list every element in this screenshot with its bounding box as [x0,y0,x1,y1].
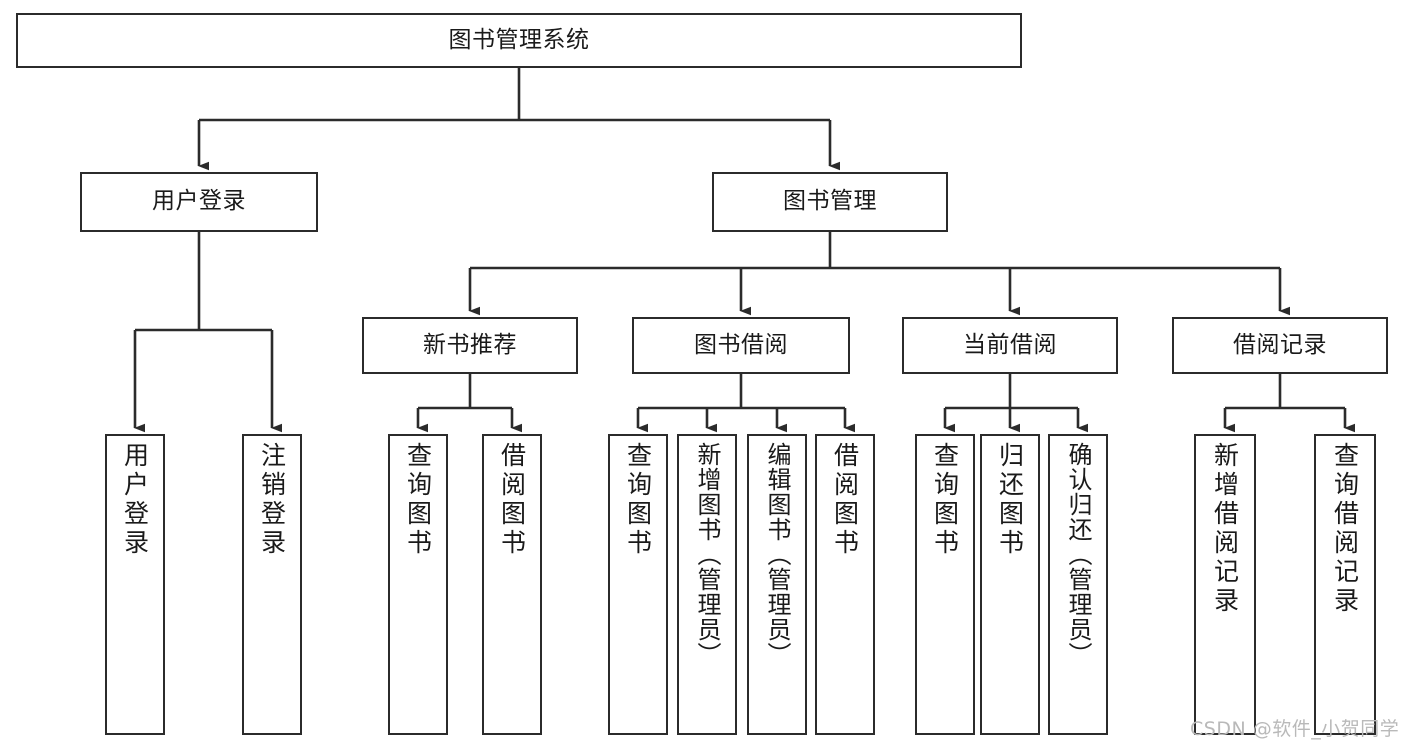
node-user-login[interactable]: 用户登录 [80,172,318,232]
node-leaf-borrow-book-2-label: 借阅图书 [830,442,860,558]
node-leaf-add-record[interactable]: 新增借阅记录 [1194,434,1256,735]
node-leaf-borrow-book-1-label: 借阅图书 [497,442,527,558]
node-book-manage-label: 图书管理 [783,188,877,215]
node-borrow-record[interactable]: 借阅记录 [1172,317,1388,374]
node-new-book-rec[interactable]: 新书推荐 [362,317,578,374]
node-leaf-query-book-2[interactable]: 查询图书 [608,434,668,735]
node-leaf-query-record-label: 查询借阅记录 [1330,442,1360,616]
node-root[interactable]: 图书管理系统 [16,13,1022,68]
node-leaf-edit-book-label: 编辑图书（管理员） [763,442,791,667]
node-current-borrow[interactable]: 当前借阅 [902,317,1118,374]
node-leaf-edit-book[interactable]: 编辑图书（管理员） [747,434,807,735]
node-leaf-query-book-1-label: 查询图书 [403,442,433,558]
node-leaf-add-record-label: 新增借阅记录 [1210,442,1240,616]
node-leaf-borrow-book-2[interactable]: 借阅图书 [815,434,875,735]
node-leaf-confirm-return-label: 确认归还（管理员） [1064,442,1092,667]
node-leaf-add-book-label: 新增图书（管理员） [693,442,721,667]
node-book-borrow[interactable]: 图书借阅 [632,317,850,374]
node-leaf-query-book-1[interactable]: 查询图书 [388,434,448,735]
node-book-borrow-label: 图书借阅 [694,331,788,358]
node-leaf-return-book-label: 归还图书 [995,442,1025,558]
node-leaf-confirm-return[interactable]: 确认归还（管理员） [1048,434,1108,735]
node-leaf-borrow-book-1[interactable]: 借阅图书 [482,434,542,735]
node-leaf-return-book[interactable]: 归还图书 [980,434,1040,735]
node-leaf-query-book-3[interactable]: 查询图书 [915,434,975,735]
csdn-watermark: CSDN @软件_小贺同学 [1190,718,1400,740]
node-leaf-user-logout-label: 注销登录 [257,442,287,558]
node-leaf-user-login-label: 用户登录 [120,442,150,558]
node-leaf-query-book-2-label: 查询图书 [623,442,653,558]
node-new-book-rec-label: 新书推荐 [423,331,517,358]
node-leaf-add-book[interactable]: 新增图书（管理员） [677,434,737,735]
node-current-borrow-label: 当前借阅 [963,331,1057,358]
node-leaf-user-login[interactable]: 用户登录 [105,434,165,735]
node-book-manage[interactable]: 图书管理 [712,172,948,232]
node-root-label: 图书管理系统 [448,26,590,53]
node-user-login-label: 用户登录 [152,188,246,215]
node-leaf-query-book-3-label: 查询图书 [930,442,960,558]
node-leaf-query-record[interactable]: 查询借阅记录 [1314,434,1376,735]
node-leaf-user-logout[interactable]: 注销登录 [242,434,302,735]
node-borrow-record-label: 借阅记录 [1233,331,1327,358]
